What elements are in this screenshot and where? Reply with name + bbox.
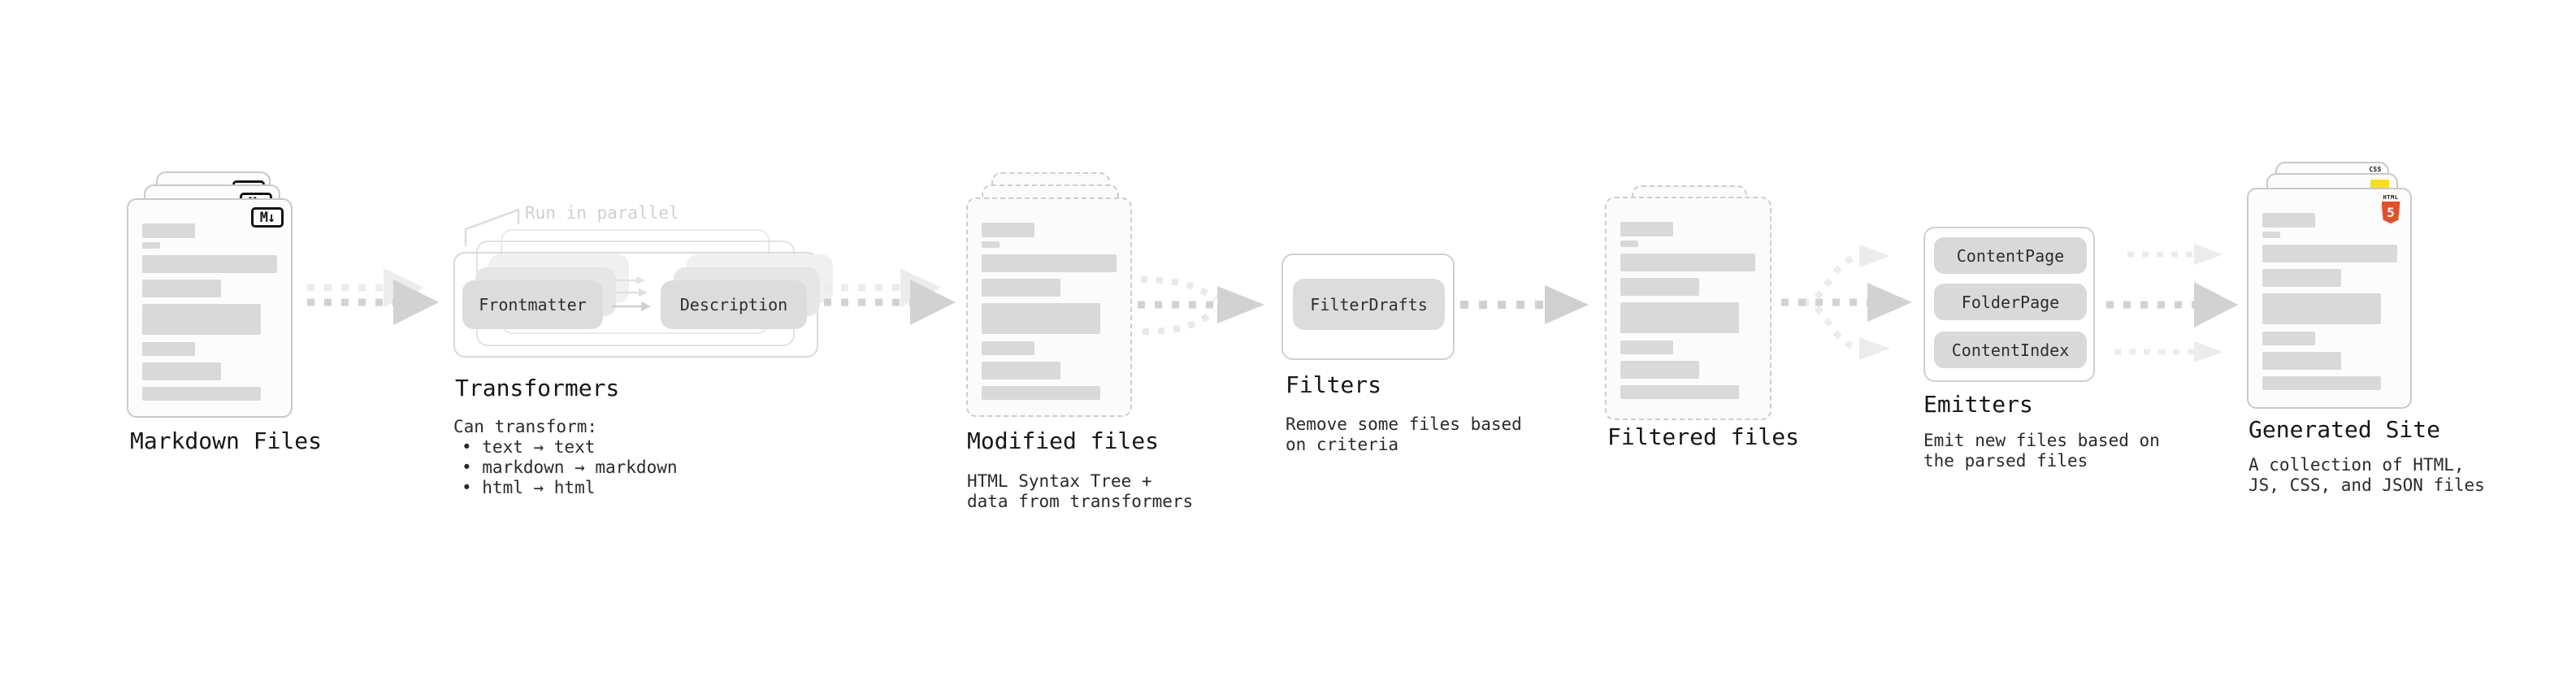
text-placeholder-bar (1620, 222, 1673, 236)
run-in-parallel-annotation: Run in parallel (525, 203, 679, 223)
text-placeholder-bar (982, 241, 1000, 248)
text-placeholder-bar (1620, 385, 1739, 399)
modified-files-note: HTML Syntax Tree + data from transformer… (967, 471, 1193, 512)
note-item: • text → text (462, 437, 596, 457)
text-placeholder-bar (1620, 278, 1699, 296)
stage-filtered-files: Filtered files (1605, 185, 1808, 462)
stage-label-markdown-files: Markdown Files (130, 427, 323, 454)
flow-arrow-dark (307, 280, 439, 325)
stage-label-filtered-files: Filtered files (1607, 423, 1800, 450)
modified-file-card-front (966, 197, 1132, 417)
markdown-icon: M↓ (251, 207, 284, 228)
html5-icon-label: HTML (2383, 194, 2399, 201)
file-content-placeholder (982, 223, 1119, 400)
text-placeholder-bar (2262, 269, 2341, 287)
file-content-placeholder (2262, 213, 2399, 390)
note-item: • markdown → markdown (462, 458, 678, 477)
text-placeholder-bar (142, 362, 221, 380)
filters-note: Remove some files based on criteria (1286, 414, 1522, 455)
note-line: the parsed files (1923, 451, 2088, 471)
emitters-frame (1923, 227, 2095, 382)
filterdrafts-chip: FilterDrafts (1293, 279, 1445, 330)
text-placeholder-bar (982, 279, 1060, 297)
text-placeholder-bar (2262, 232, 2280, 238)
note-line: JS, CSS, and JSON files (2249, 475, 2485, 495)
text-placeholder-bar (2262, 332, 2315, 345)
contentindex-chip: ContentIndex (1934, 332, 2087, 368)
text-placeholder-bar (982, 386, 1100, 400)
text-placeholder-bar (982, 362, 1060, 380)
flow-arrow-transformers-to-modified (824, 268, 956, 325)
text-placeholder-bar (142, 304, 261, 335)
text-placeholder-bar (142, 242, 160, 249)
triple-arrow-emitters-to-generated (2106, 244, 2238, 362)
fan-out-arrow-filtered-to-emitters (1781, 245, 1912, 360)
javascript-icon (2370, 180, 2389, 190)
note-line: on criteria (1286, 435, 1399, 454)
text-placeholder-bar (142, 223, 195, 238)
text-placeholder-bar (982, 303, 1100, 334)
stage-markdown-files: M↓ M↓ M↓ Markdown Files (127, 171, 330, 464)
text-placeholder-bar (142, 255, 277, 273)
flow-arrow-dark (824, 280, 956, 325)
stage-generated-site: CSS HTML 5 Generated Site A collection o… (2247, 162, 2485, 511)
note-line: HTML Syntax Tree + (967, 471, 1152, 491)
text-placeholder-bar (1620, 361, 1699, 379)
stage-modified-files: Modified files HTML Syntax Tree + data f… (966, 172, 1193, 514)
stage-transformers: Run in parallel Frontmatter Description … (453, 202, 835, 502)
text-placeholder-bar (2262, 376, 2381, 390)
annotation-leader-line (464, 208, 520, 246)
description-chip: Description (661, 280, 807, 329)
note-line: A collection of HTML, (2249, 455, 2465, 475)
text-placeholder-bar (2262, 213, 2315, 228)
html5-icon: HTML 5 (2379, 194, 2402, 223)
note-line: data from transformers (967, 492, 1194, 511)
stage-label-modified-files: Modified files (967, 427, 1160, 454)
stage-label-filters: Filters (1286, 371, 1382, 398)
folderpage-chip: FolderPage (1934, 284, 2087, 320)
html5-icon-shield: 5 (2381, 202, 2400, 223)
text-placeholder-bar (2262, 293, 2381, 324)
file-content-placeholder (1620, 222, 1759, 399)
note-line: Remove some files based (1286, 414, 1522, 434)
text-placeholder-bar (1620, 254, 1755, 271)
text-placeholder-bar (982, 341, 1034, 355)
parallel-mini-arrows (612, 276, 651, 311)
transformers-note-title: Can transform: (453, 417, 598, 436)
text-placeholder-bar (1620, 340, 1673, 354)
generated-file-card-front: HTML 5 (2247, 188, 2412, 409)
flow-arrow-filters-to-filtered (1460, 285, 1589, 324)
note-item: • html → html (462, 478, 596, 497)
file-content-placeholder (142, 223, 280, 401)
flow-arrow-markdown-to-transformers (307, 268, 439, 325)
stage-emitters: ContentPage FolderPage ContentIndex Emit… (1923, 227, 2160, 479)
frontmatter-chip: Frontmatter (462, 280, 603, 329)
text-placeholder-bar (1620, 241, 1638, 247)
filtered-file-card-front (1605, 197, 1772, 420)
css-icon-label: CSS (2369, 166, 2382, 173)
emitters-note: Emit new files based on the parsed files (1923, 431, 2160, 471)
text-placeholder-bar (142, 387, 261, 401)
text-placeholder-bar (1620, 302, 1739, 333)
filters-frame (1281, 254, 1455, 360)
text-placeholder-bar (982, 254, 1117, 272)
text-placeholder-bar (142, 280, 221, 297)
stage-filters: FilterDrafts Filters Remove some files b… (1281, 254, 1522, 465)
markdown-file-card-front: M↓ (127, 198, 293, 418)
text-placeholder-bar (2262, 245, 2397, 262)
generated-site-note: A collection of HTML, JS, CSS, and JSON … (2249, 455, 2485, 496)
text-placeholder-bar (2262, 352, 2341, 370)
stage-label-generated-site: Generated Site (2249, 416, 2441, 443)
fan-in-arrow-modified-to-filters (1138, 276, 1264, 335)
stage-label-emitters: Emitters (1923, 391, 2033, 418)
text-placeholder-bar (142, 342, 195, 356)
text-placeholder-bar (982, 223, 1034, 237)
html5-icon-number: 5 (2387, 205, 2395, 220)
stage-label-transformers: Transformers (455, 375, 620, 401)
note-line: Emit new files based on (1923, 431, 2160, 450)
transformers-note-list: • text → text • markdown → markdown • ht… (462, 437, 678, 498)
contentpage-chip: ContentPage (1934, 237, 2087, 274)
